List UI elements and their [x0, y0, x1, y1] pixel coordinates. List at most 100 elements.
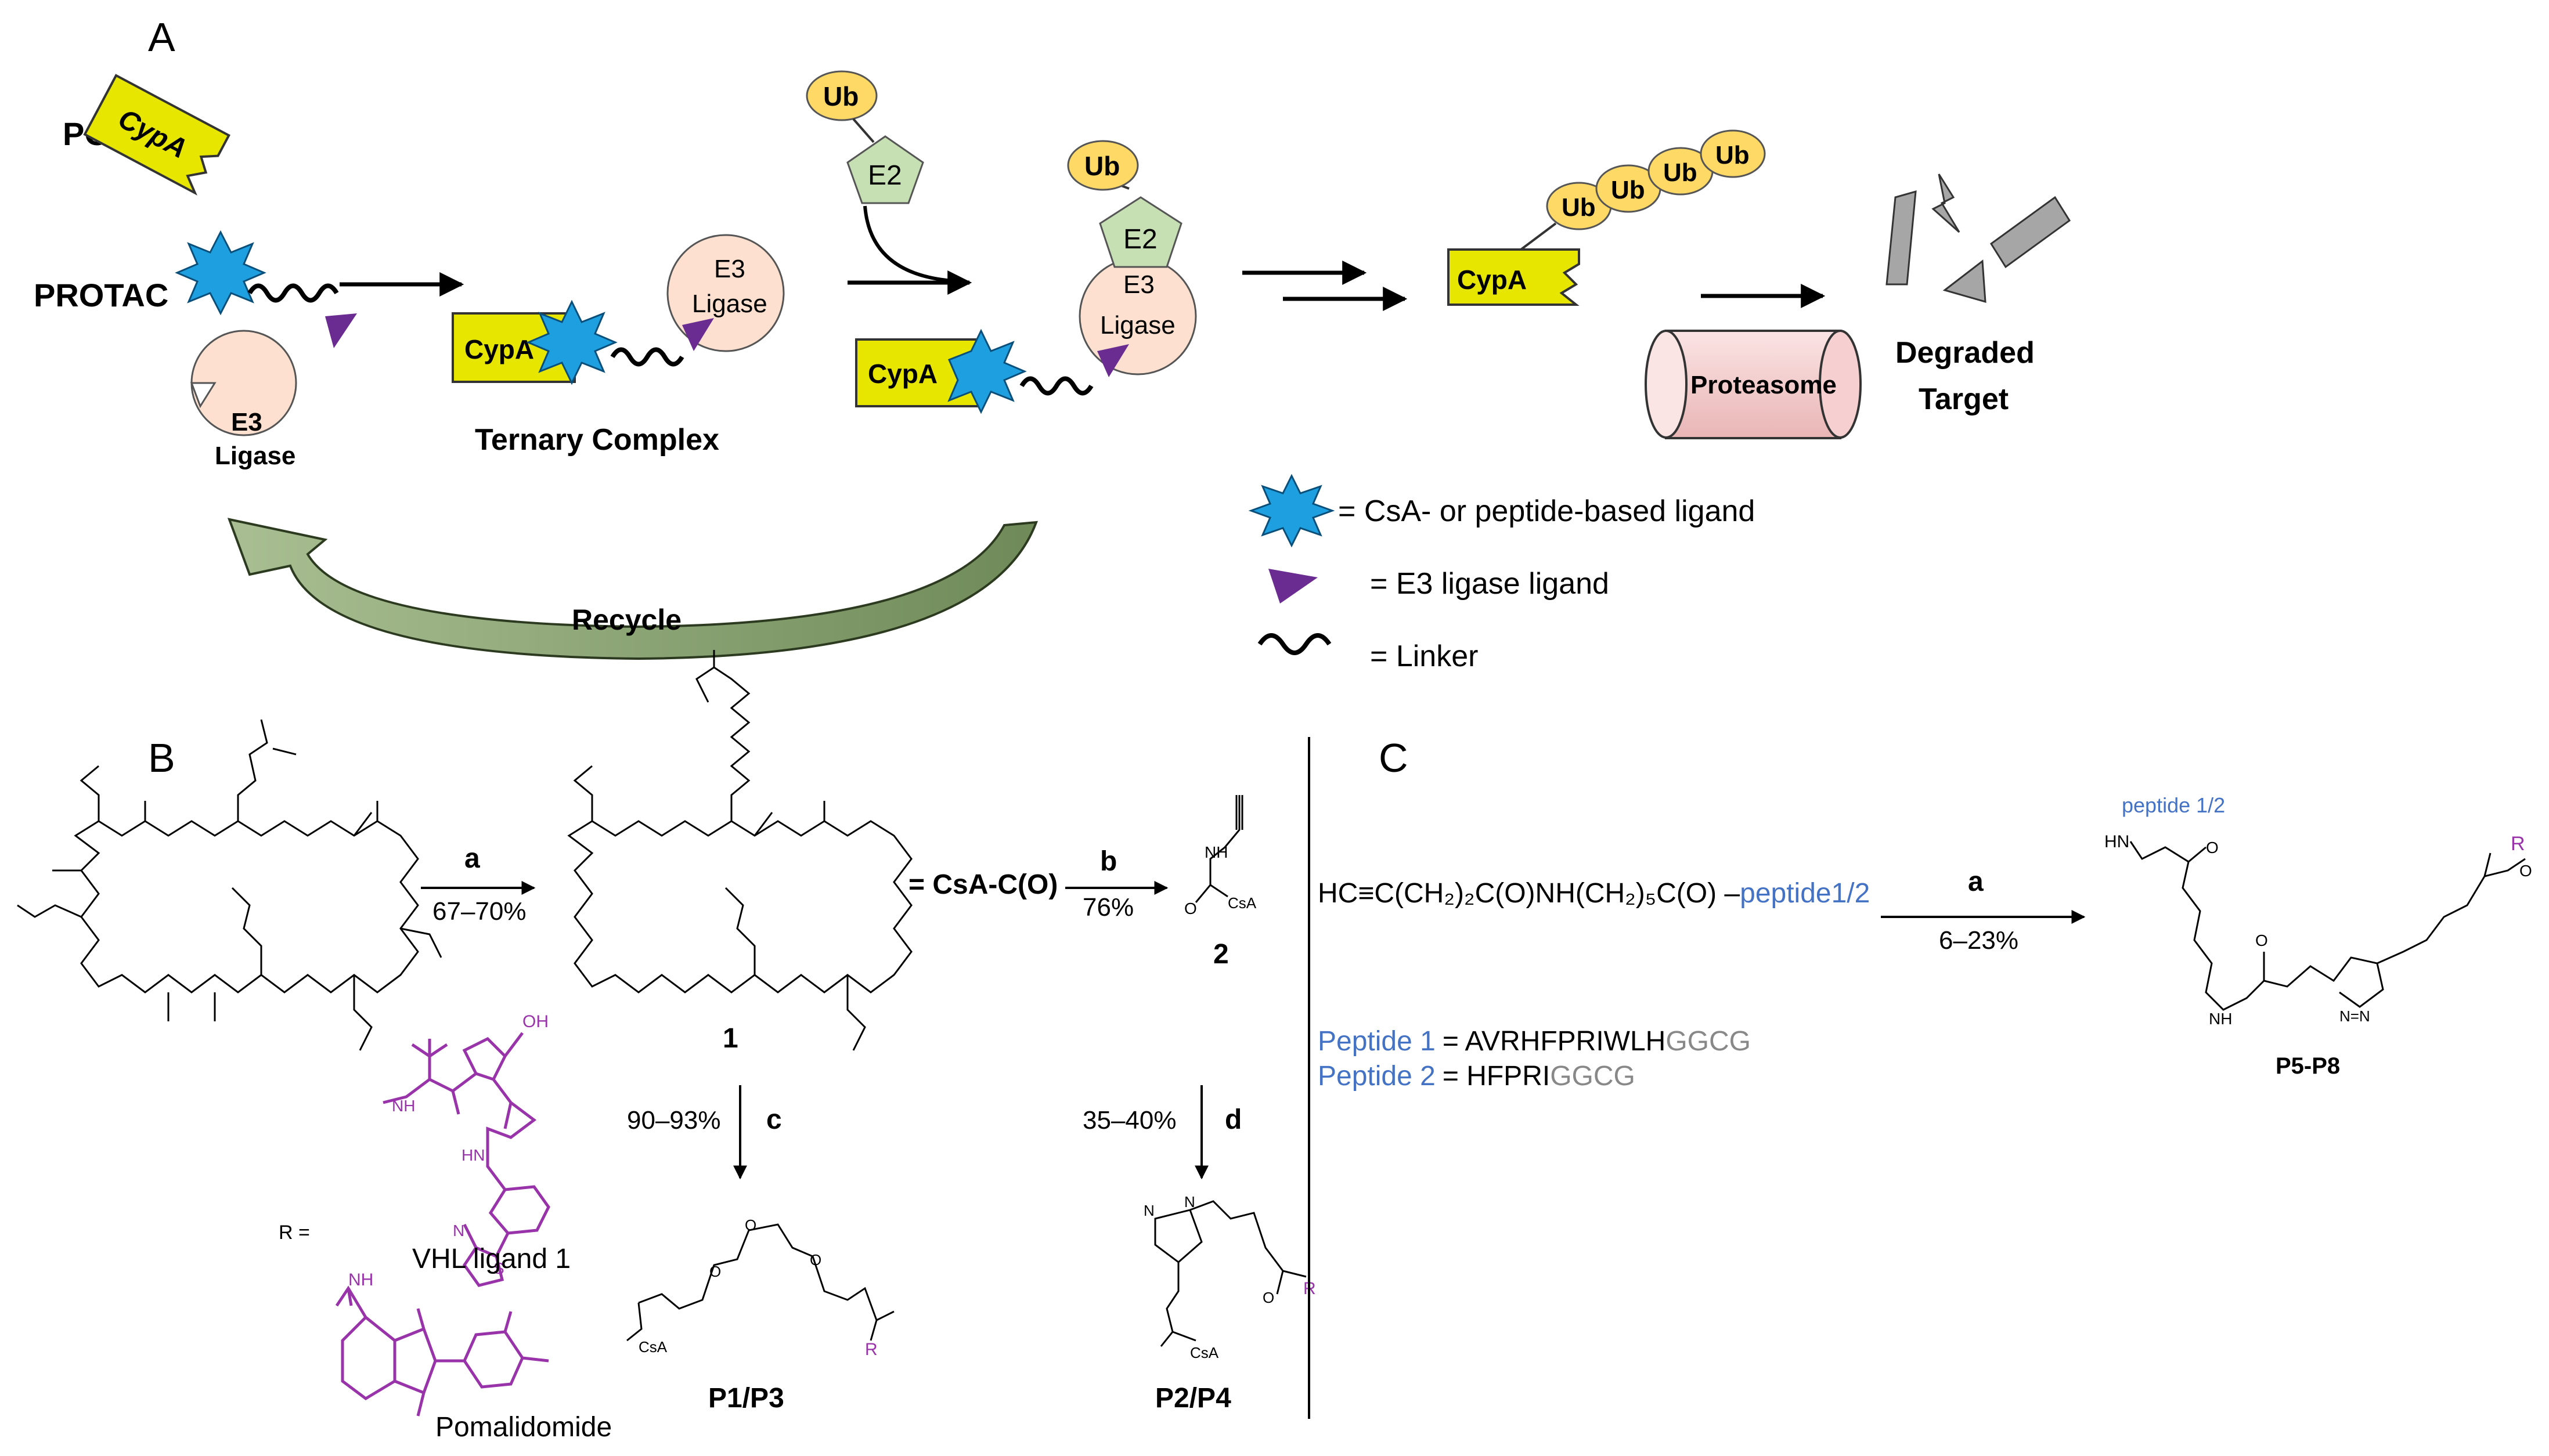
legend-ligand-text: = CsA- or peptide-based ligand [1338, 494, 1755, 528]
compound-2-nh: NH [1205, 843, 1228, 861]
polyub-cypa: CypA Ub Ub Ub Ub [1447, 129, 1766, 306]
panel-b-label: B [148, 735, 175, 781]
polyub-ub-4-text: Ub [1715, 141, 1750, 169]
p2p4-label: P2/P4 [1155, 1383, 1231, 1414]
pomalidomide-structure [335, 1285, 549, 1417]
vhl-oh: OH [522, 1012, 549, 1031]
r-equals: R = [279, 1222, 310, 1244]
polyub-ub-3-text: Ub [1663, 158, 1697, 187]
panel-a-label: A [148, 15, 175, 60]
p2p4-structure [1154, 1200, 1307, 1347]
step-c-label: c [766, 1104, 782, 1135]
legend-e3-text: = E3 ligase ligand [1370, 567, 1609, 601]
legend-linker [1257, 633, 1332, 655]
p5p8-structure [2129, 841, 2526, 1011]
compound-2-structure [1195, 795, 1243, 903]
yield-c-label: 90–93% [627, 1106, 720, 1135]
protac-molecule [175, 230, 357, 348]
free-e2 [846, 135, 924, 204]
p1p3-csa: CsA [639, 1338, 668, 1356]
peptide1-name: Peptide 1 [1318, 1026, 1436, 1057]
c-yield-a-label: 6–23% [1939, 926, 2018, 955]
degraded-fragments [1885, 174, 2071, 304]
free-e3-line2: Ligase [215, 442, 295, 470]
compound-1-structure [567, 650, 913, 1051]
ternary-complex: CypA E3 Ligase Ternary Complex [452, 234, 785, 457]
polyub-cypa-body [1447, 248, 1580, 306]
ternary-triangle [682, 318, 714, 351]
p1p3-o-3: O [810, 1251, 821, 1269]
ternary-cypa-text: CypA [464, 334, 534, 364]
vhl-ligand-structure [383, 1032, 550, 1287]
p5p8-o-2: O [2255, 931, 2268, 949]
e3-ligand-triangle [325, 313, 357, 348]
vhl-nh1: NH [392, 1097, 415, 1115]
polyub-ub-1-text: Ub [1562, 193, 1596, 222]
vhl-n: N [453, 1222, 464, 1240]
p5p8-nh: NH [2209, 1010, 2232, 1028]
peptide1-line: Peptide 1= AVRHFPRIWLHGGCG [1318, 1026, 1751, 1057]
peptide2-tail: GGCG [1550, 1061, 1635, 1092]
pomalidomide-label: Pomalidomide [435, 1412, 612, 1443]
ternary-complex-label: Ternary Complex [475, 423, 719, 457]
ubq-star [947, 328, 1027, 414]
ubq-cypa-text: CypA [868, 359, 938, 389]
step-d-label: d [1225, 1104, 1242, 1135]
polyub-ub-4 [1700, 129, 1766, 178]
panel-c-label: C [1379, 735, 1408, 781]
free-e2-text: E2 [868, 160, 902, 191]
ubq-ub [1067, 140, 1139, 191]
legend-triangle [1268, 569, 1318, 604]
formula-line: HC≡C(CH₂)₂C(O)NH(CH₂)₅C(O) –peptide1/2 [1318, 878, 1870, 909]
step-a-label: a [464, 843, 480, 874]
ubq-e2 [1099, 196, 1182, 268]
ternary-e3-line1: E3 [714, 255, 745, 283]
ubq-e3-line1: E3 [1123, 270, 1155, 299]
csa-structure [17, 719, 442, 1051]
legend-star [1248, 474, 1335, 548]
free-e3-line1: E3 [231, 408, 262, 436]
compound-1-label: 1 [723, 1023, 738, 1054]
vhl-hn: HN [462, 1146, 485, 1164]
degraded-line1: Degraded [1895, 336, 2035, 370]
peptide1-tail: GGCG [1665, 1026, 1751, 1057]
p5p8-label: P5-P8 [2276, 1053, 2340, 1079]
p1p3-o-1: O [709, 1263, 721, 1280]
peptide2-name: Peptide 2 [1318, 1061, 1436, 1092]
p5p8-hn: HN [2104, 832, 2129, 851]
c-step-a-label: a [1968, 866, 1984, 897]
formula-peptide: peptide1/2 [1740, 878, 1870, 909]
peptide1-seq: = AVRHFPRIWLH [1443, 1026, 1666, 1057]
compound-2-label: 2 [1213, 939, 1229, 970]
p2p4-o: O [1263, 1289, 1274, 1306]
ubq-e2-text: E2 [1123, 224, 1158, 255]
p1p3-r: R [865, 1340, 878, 1359]
proteasome-label: Proteasome [1690, 371, 1837, 399]
protac-label: PROTAC [34, 277, 168, 313]
p5p8-o-1: O [2206, 839, 2219, 857]
p2p4-n-2: N [1184, 1193, 1195, 1211]
polyub-ub-2-text: Ub [1611, 176, 1645, 204]
peptide2-line: Peptide 2= HFPRIGGCG [1318, 1061, 1635, 1092]
p5p8-r: R [2511, 833, 2525, 855]
formula-prefix: HC≡C(CH₂)₂C(O)NH(CH₂)₅C(O) – [1318, 878, 1740, 909]
p1p3-structure [626, 1223, 895, 1342]
step-b-label: b [1100, 846, 1117, 877]
csa-co-label: = CsA-C(O) [908, 869, 1058, 900]
degraded-line2: Target [1919, 382, 2009, 416]
free-ub-text: Ub [823, 81, 859, 111]
p5p8-o-3: O [2519, 862, 2532, 880]
polyub-cypa-text: CypA [1457, 265, 1527, 295]
legend-linker-text: = Linker [1370, 640, 1478, 673]
ubq-triangle [1097, 344, 1129, 377]
compound-2-csa: CsA [1228, 894, 1257, 912]
free-ub [806, 70, 878, 121]
p2p4-csa: CsA [1190, 1344, 1219, 1361]
peptide2-seq: = HFPRI [1443, 1061, 1550, 1092]
compound-2-o: O [1184, 899, 1197, 917]
free-e2-ub: Ub E2 [806, 70, 964, 283]
vhl-label: VHL ligand 1 [412, 1244, 571, 1274]
poma-nh: NH [348, 1270, 373, 1289]
p1p3-o-2: O [745, 1216, 756, 1234]
